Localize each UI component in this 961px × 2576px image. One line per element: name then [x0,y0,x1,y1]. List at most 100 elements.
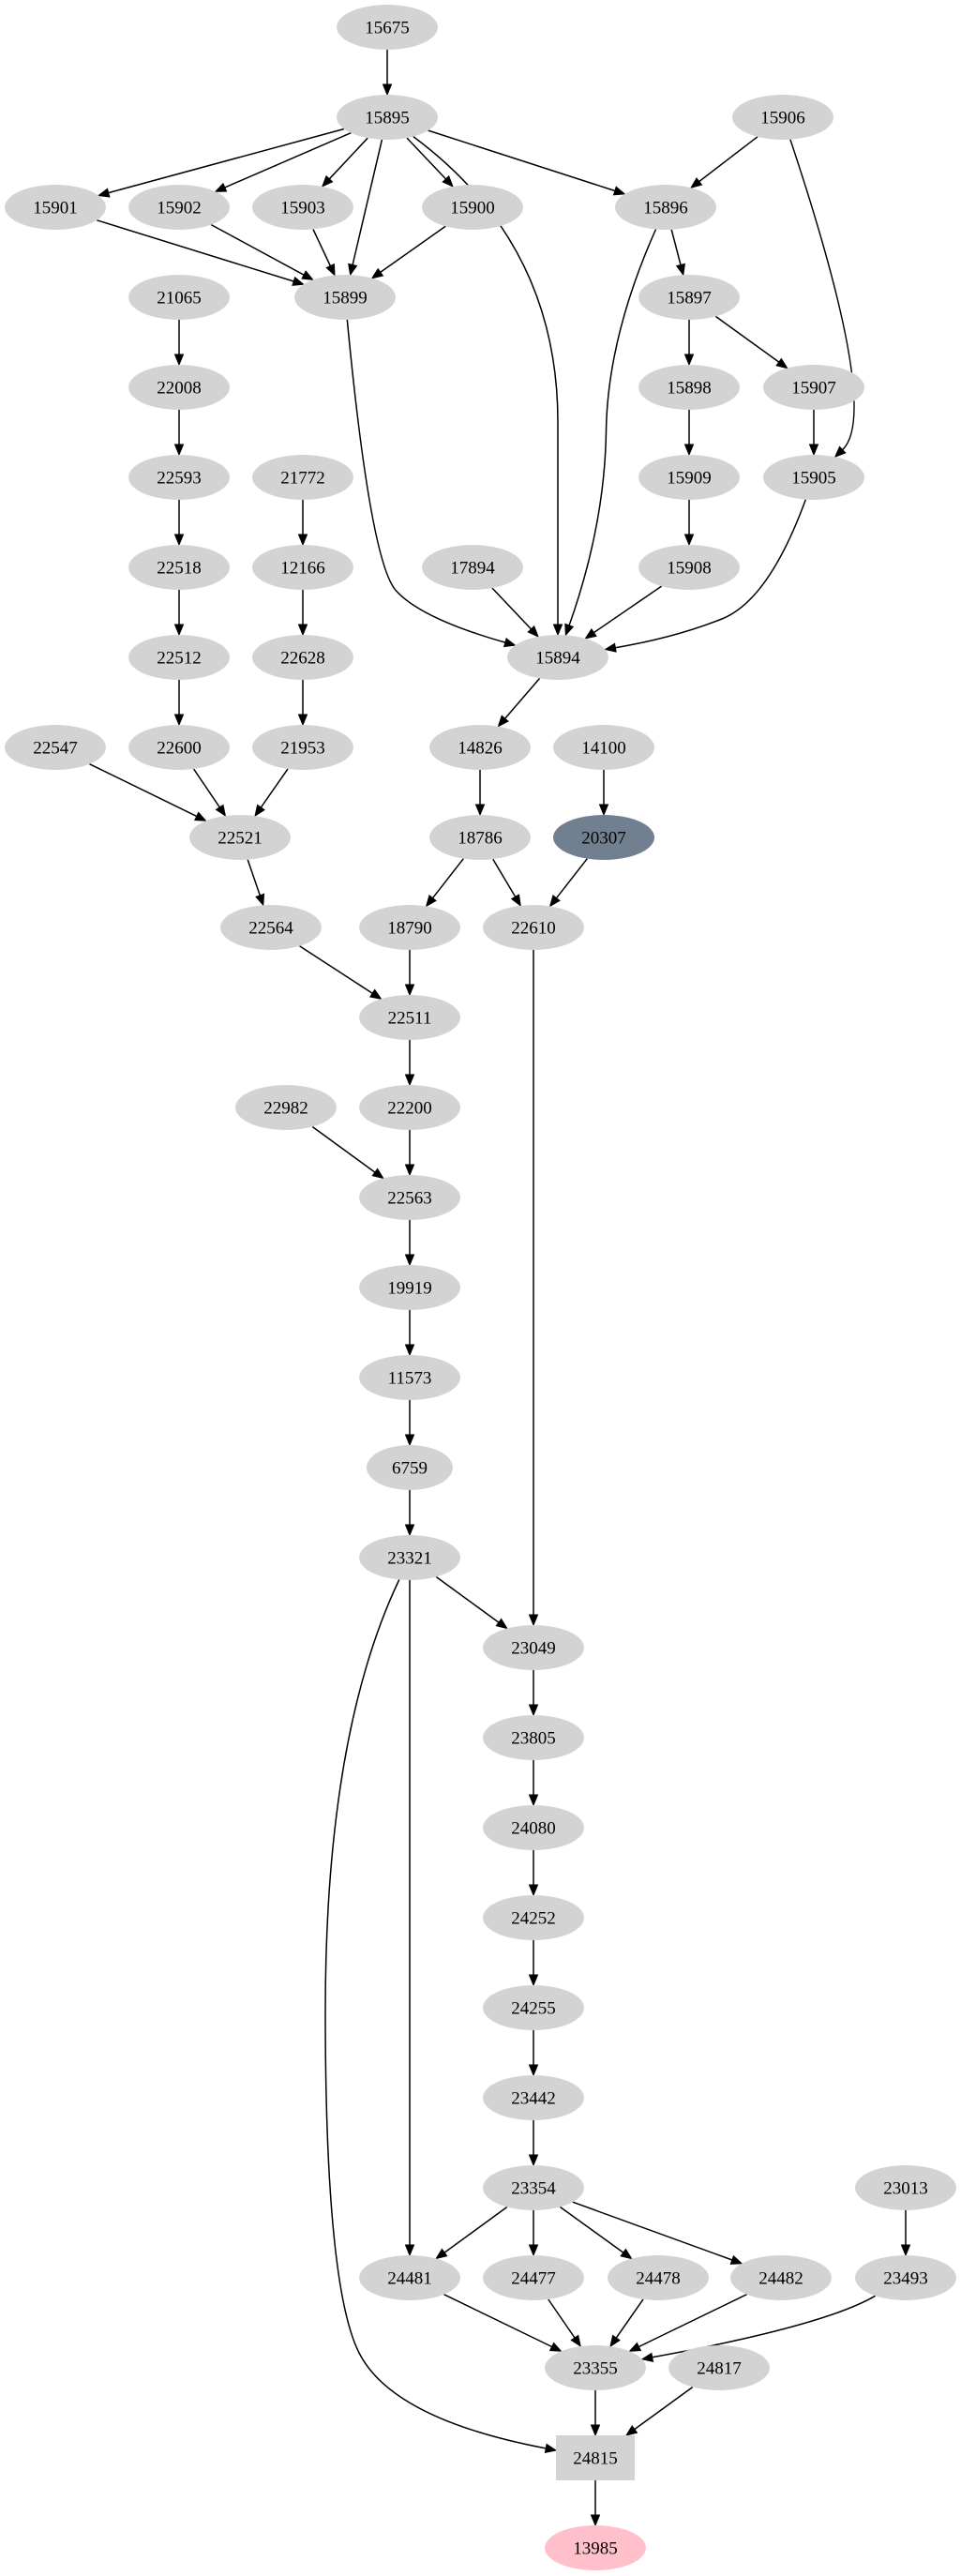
node-label: 13985 [573,2539,618,2559]
graph-node-22600[interactable]: 22600 [128,725,230,770]
graph-node-15908[interactable]: 15908 [638,545,740,590]
graph-node-24477[interactable]: 24477 [483,2255,584,2300]
graph-node-24252[interactable]: 24252 [483,1895,584,1940]
edge-22564-to-22511 [299,945,373,994]
graph-node-24482[interactable]: 24482 [730,2255,832,2300]
graph-node-17894[interactable]: 17894 [422,545,523,590]
graph-node-23493[interactable]: 23493 [855,2255,956,2300]
graph-node-22200[interactable]: 22200 [359,1085,460,1130]
node-ellipse-shape [359,1535,460,1580]
graph-node-23442[interactable]: 23442 [483,2075,584,2120]
arrowhead-icon [683,354,695,367]
graph-node-23049[interactable]: 23049 [483,1625,584,1670]
graph-node-24080[interactable]: 24080 [483,1805,584,1850]
graph-node-23013[interactable]: 23013 [855,2165,956,2210]
graph-node-24815[interactable]: 24815 [556,2435,635,2480]
node-ellipse-shape [294,275,396,320]
graph-node-23354[interactable]: 23354 [483,2165,584,2210]
edge-15903-to-15899 [312,229,331,266]
node-ellipse-shape [615,185,716,230]
nodes-layer: 15675 15895 15906 15901 15902 15903 15900 15896… [5,5,956,2570]
graph-node-15906[interactable]: 15906 [732,95,833,140]
edge-22982-to-22563 [311,1125,376,1173]
graph-node-20307[interactable]: 20307 [553,815,654,860]
graph-node-13985[interactable]: 13985 [545,2525,646,2570]
arrowhead-icon [382,83,393,97]
edge-18786-to-18790 [431,858,464,899]
node-label: 12166 [280,559,325,579]
graph-node-15909[interactable]: 15909 [638,455,740,500]
graph-node-24255[interactable]: 24255 [483,1985,584,2030]
graph-node-21772[interactable]: 21772 [252,455,353,500]
edge-24482-to-23355 [638,2294,747,2348]
node-ellipse-shape [5,185,106,230]
edge-24477-to-23355 [548,2298,576,2339]
graph-node-22593[interactable]: 22593 [128,455,230,500]
graph-node-22511[interactable]: 22511 [359,995,460,1040]
node-ellipse-shape [483,2075,584,2120]
edge-15897-to-15907 [714,315,780,363]
arrowhead-icon [371,1167,384,1180]
graph-node-15675[interactable]: 15675 [337,5,438,50]
arrowhead-icon [624,2425,638,2436]
node-ellipse-shape [545,2345,646,2390]
graph-node-15900[interactable]: 15900 [422,185,523,230]
arrowhead-icon [590,2514,601,2527]
graph-node-21065[interactable]: 21065 [128,275,230,320]
graph-node-22610[interactable]: 22610 [483,905,584,950]
arrowhead-icon [900,2244,911,2257]
arrowhead-icon [544,2443,558,2454]
node-ellipse-shape [235,1085,337,1130]
graph-node-22628[interactable]: 22628 [252,635,353,680]
graph-node-22563[interactable]: 22563 [359,1175,460,1220]
graph-node-24817[interactable]: 24817 [668,2345,770,2390]
node-ellipse-shape [483,2165,584,2210]
node-label: 22600 [157,739,202,759]
graph-node-15894[interactable]: 15894 [507,635,608,680]
arrowhead-icon [173,354,185,367]
graph-node-24478[interactable]: 24478 [608,2255,709,2300]
graph-node-15896[interactable]: 15896 [615,185,716,230]
graph-node-22521[interactable]: 22521 [189,815,291,860]
graph-node-15897[interactable]: 15897 [638,275,740,320]
graph-node-11573[interactable]: 11573 [359,1355,460,1400]
graph-node-22564[interactable]: 22564 [220,905,322,950]
node-label: 22610 [511,919,556,939]
node-ellipse-shape [553,725,654,770]
graph-node-15895[interactable]: 15895 [337,95,438,140]
graph-node-15903[interactable]: 15903 [252,185,353,230]
graph-node-15898[interactable]: 15898 [638,365,740,410]
graph-node-22008[interactable]: 22008 [128,365,230,410]
graph-node-14100[interactable]: 14100 [553,725,654,770]
node-ellipse-shape [359,1175,460,1220]
graph-node-22982[interactable]: 22982 [235,1085,337,1130]
node-ellipse-shape [855,2255,956,2300]
graph-node-6759[interactable]: 6759 [367,1445,453,1490]
graph-node-22512[interactable]: 22512 [128,635,230,680]
graph-node-19919[interactable]: 19919 [359,1265,460,1310]
graph-node-15902[interactable]: 15902 [128,185,230,230]
graph-node-22547[interactable]: 22547 [5,725,106,770]
edge-15895-to-15900 [406,137,447,180]
graph-node-24481[interactable]: 24481 [359,2255,460,2300]
arrowhead-icon [173,444,185,457]
graph-node-21953[interactable]: 21953 [252,725,353,770]
node-ellipse-shape [638,275,740,320]
graph-node-15901[interactable]: 15901 [5,185,106,230]
graph-node-23805[interactable]: 23805 [483,1715,584,1760]
node-ellipse-shape [483,2255,584,2300]
graph-node-23321[interactable]: 23321 [359,1535,460,1580]
graph-node-15899[interactable]: 15899 [294,275,396,320]
graph-node-15907[interactable]: 15907 [763,365,864,410]
graph-node-18790[interactable]: 18790 [359,905,460,950]
graph-node-12166[interactable]: 12166 [252,545,353,590]
graph-node-18786[interactable]: 18786 [429,815,531,860]
node-label: 14100 [581,739,626,759]
graph-node-14826[interactable]: 14826 [429,725,531,770]
node-label: 15894 [535,649,580,669]
graph-node-22518[interactable]: 22518 [128,545,230,590]
edge-15895-to-15903 [328,137,368,180]
graph-node-23355[interactable]: 23355 [545,2345,646,2390]
graph-node-15905[interactable]: 15905 [763,455,864,500]
arrowhead-icon [528,2244,539,2257]
